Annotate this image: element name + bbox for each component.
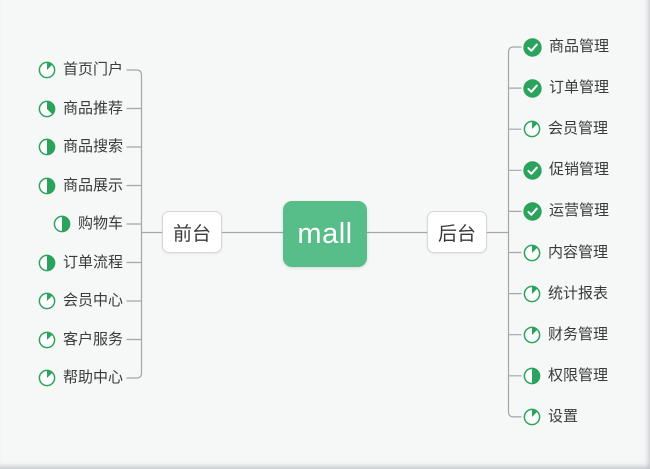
subtopic[interactable]: 财务管理 [523, 323, 608, 347]
task-progress-icon[interactable] [523, 367, 541, 385]
subtopic-label: 商品管理 [549, 38, 610, 55]
subtopic[interactable]: 会员中心 [38, 289, 123, 313]
subtopic-label: 商品搜索 [62, 138, 123, 155]
subtopic[interactable]: 帮助中心 [38, 366, 123, 390]
subtopic[interactable]: 设置 [523, 405, 578, 429]
subtopic[interactable]: 客户服务 [38, 328, 123, 352]
subtopic[interactable]: 内容管理 [523, 241, 608, 265]
subtopic-label: 帮助中心 [62, 369, 123, 386]
subtopic[interactable]: 商品推荐 [38, 97, 123, 121]
subtopic-label: 会员管理 [548, 120, 609, 138]
task-done-icon[interactable] [523, 37, 542, 57]
subtopic-label: 商品展示 [62, 176, 123, 194]
task-progress-icon[interactable] [38, 331, 56, 349]
subtopic[interactable]: 首页门户 [38, 58, 123, 82]
subtopic[interactable]: 运营管理 [523, 199, 609, 223]
subtopic[interactable]: 会员管理 [523, 117, 608, 141]
root-topic-label: mall [297, 217, 353, 250]
subtopic-label: 订单管理 [549, 79, 610, 97]
task-done-icon[interactable] [523, 161, 542, 180]
subtopic-label: 商品推荐 [62, 99, 123, 117]
branch-topic-back[interactable]: 后台 [427, 211, 487, 253]
task-progress-icon[interactable] [38, 369, 56, 387]
subtopic-label: 首页门户 [62, 61, 123, 78]
subtopic[interactable]: 促销管理 [523, 158, 609, 182]
task-progress-icon[interactable] [523, 120, 541, 138]
task-progress-icon[interactable] [38, 61, 56, 79]
subtopic-label: 购物车 [77, 215, 123, 232]
subtopic-label: 设置 [548, 407, 579, 425]
subtopic[interactable]: 统计报表 [523, 282, 608, 306]
task-progress-icon[interactable] [38, 292, 56, 310]
task-progress-icon[interactable] [523, 326, 541, 344]
subtopic[interactable]: 商品搜索 [38, 135, 123, 159]
subtopic[interactable]: 商品管理 [523, 35, 609, 59]
task-done-icon[interactable] [523, 202, 542, 221]
subtopic-label: 财务管理 [548, 325, 609, 343]
branch-topic-front-label: 前台 [172, 223, 211, 245]
task-progress-icon[interactable] [38, 177, 56, 195]
subtopic-label: 内容管理 [548, 243, 609, 261]
task-progress-icon[interactable] [523, 285, 541, 303]
task-progress-icon[interactable] [38, 254, 56, 272]
task-progress-icon[interactable] [523, 408, 541, 426]
task-done-icon[interactable] [523, 78, 542, 98]
branch-topic-front[interactable]: 前台 [162, 211, 222, 253]
subtopic-label: 促销管理 [549, 161, 610, 179]
subtopic[interactable]: 订单流程 [38, 251, 123, 275]
task-progress-icon[interactable] [53, 215, 71, 233]
subtopic[interactable]: 权限管理 [523, 364, 608, 388]
task-progress-icon[interactable] [38, 100, 56, 118]
subtopic-label: 客户服务 [62, 330, 123, 348]
subtopic-label: 会员中心 [62, 292, 123, 309]
task-progress-icon[interactable] [38, 138, 56, 156]
root-topic[interactable]: mall [283, 201, 367, 267]
subtopic[interactable]: 订单管理 [523, 76, 609, 100]
subtopic-label: 统计报表 [548, 284, 609, 302]
subtopic[interactable]: 购物车 [53, 212, 123, 236]
task-progress-icon[interactable] [523, 244, 541, 262]
subtopic-label: 运营管理 [549, 202, 610, 220]
subtopic[interactable]: 商品展示 [38, 174, 123, 198]
subtopic-label: 权限管理 [548, 366, 609, 384]
subtopic-label: 订单流程 [62, 253, 123, 271]
branch-topic-back-label: 后台 [437, 223, 476, 245]
